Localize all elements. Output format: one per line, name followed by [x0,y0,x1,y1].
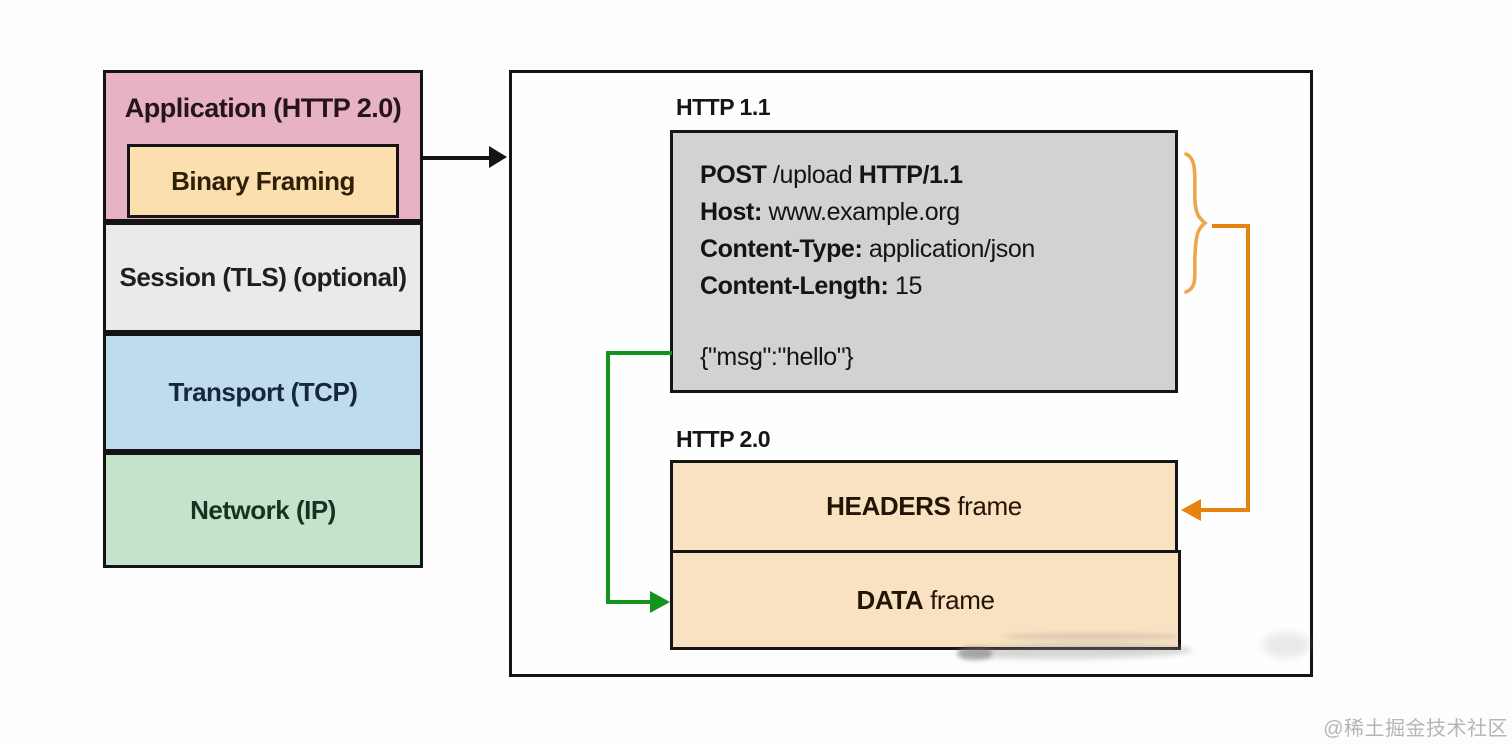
request-line-content-type: Content-Type: application/json [700,231,1175,268]
request-line-start: POST /upload HTTP/1.1 [700,157,1175,194]
watermark-text: @稀土掘金技术社区 [1323,718,1508,740]
host-header-key: Host: [700,198,762,226]
data-connector-segment-top [606,351,672,355]
request-version: HTTP/1.1 [858,161,963,189]
http11-label: HTTP 1.1 [676,94,771,120]
application-label: Application (HTTP 2.0) [124,93,402,123]
request-body: {"msg":"hello"} [700,343,854,371]
http11-request-box: POST /upload HTTP/1.1 Host: www.example.… [670,130,1178,393]
session-label: Session (TLS) (optional) [119,262,408,292]
data-frame-label: DATA frame [673,553,1178,647]
host-header-value: www.example.org [768,198,960,226]
transport-label: Transport (TCP) [168,377,358,407]
stack-layer-binary-framing: Binary Framing [127,144,399,218]
request-method: POST [700,161,767,189]
headers-arrow-icon [1181,499,1201,521]
stack-layer-transport: Transport (TCP) [103,333,423,452]
smudge-artifact [958,647,992,660]
data-frame-name: DATA [856,585,924,615]
request-line-content-length: Content-Length: 15 [700,268,1175,305]
smudge-artifact [1262,632,1310,658]
headers-frame-suffix: frame [957,491,1022,521]
data-frame-box: DATA frame [670,550,1181,650]
headers-frame-label: HEADERS frame [673,463,1175,550]
smudge-artifact [1002,633,1182,640]
request-line-host: Host: www.example.org [700,194,1175,231]
headers-frame-name: HEADERS [826,491,951,521]
headers-group-brace-icon [1184,152,1208,294]
http20-label: HTTP 2.0 [676,426,771,452]
stack-layer-network: Network (IP) [103,452,423,568]
headers-frame-box: HEADERS frame [670,460,1178,553]
data-arrow-icon [650,591,670,613]
content-type-value: application/json [868,235,1035,263]
headers-connector-segment-bottom [1200,508,1250,512]
content-type-key: Content-Type: [700,235,863,263]
data-connector-segment-vertical [606,351,610,604]
data-connector-segment-bottom [606,600,652,604]
headers-connector-segment-vertical [1246,224,1250,512]
request-path: /upload [773,161,853,189]
stack-layer-session: Session (TLS) (optional) [103,222,423,333]
network-label: Network (IP) [190,495,336,525]
content-length-key: Content-Length: [700,272,889,300]
flow-arrow-icon [489,146,507,168]
content-length-value: 15 [894,272,922,300]
binary-framing-label: Binary Framing [171,166,355,196]
data-frame-suffix: frame [930,585,995,615]
flow-arrow-line [423,156,493,160]
headers-connector-segment-top [1212,224,1250,228]
